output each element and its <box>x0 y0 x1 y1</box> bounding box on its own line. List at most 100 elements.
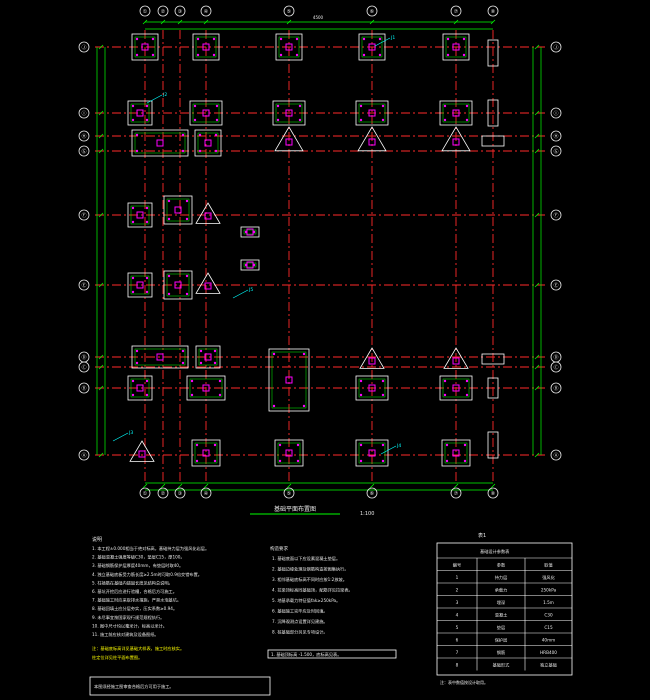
pile-dot <box>443 379 447 383</box>
pile-dot <box>145 104 149 108</box>
pile-dot <box>181 361 185 365</box>
note-line: 2. 基础混凝土强度等级C30，垫层C15，厚100。 <box>92 554 185 561</box>
table-cell: HRB400 <box>540 650 557 655</box>
dim-tick <box>534 44 540 50</box>
axis-bubble <box>366 5 378 17</box>
footing-outline <box>439 100 473 126</box>
footing-outline <box>240 259 260 271</box>
axis-bubble-label: Ⓗ <box>81 133 86 140</box>
pile-dot <box>198 133 202 137</box>
pile-dot <box>167 199 171 203</box>
pile-dot <box>167 292 171 296</box>
table-cell: 5 <box>456 625 459 630</box>
notes-right-boxed-frame <box>267 649 397 659</box>
footing-triangle <box>357 126 387 152</box>
table-cell: C15 <box>544 625 553 630</box>
pile-dot <box>135 361 139 365</box>
pile-dot <box>295 37 299 41</box>
footing-outline <box>131 33 159 61</box>
column-section <box>452 384 460 392</box>
column-section <box>136 109 144 117</box>
dim-tick <box>142 19 148 25</box>
footing-inner <box>195 36 217 58</box>
footing-outline <box>127 375 153 401</box>
dim-tick <box>534 282 540 288</box>
tie-beam-footing <box>487 377 499 399</box>
pile-dot <box>462 53 466 57</box>
column-section <box>202 449 210 457</box>
dim-tick <box>160 19 166 25</box>
axis-bubble-label: ⑥ <box>370 9 375 15</box>
pile-dot <box>381 393 385 397</box>
dim-tick <box>98 364 104 370</box>
table-cell: 独立基础 <box>540 662 557 669</box>
footing-outline <box>358 33 386 61</box>
axis-bubble <box>283 5 295 17</box>
axis-bubble <box>450 5 462 17</box>
pile-dot <box>135 133 139 137</box>
pile-dot <box>213 361 217 365</box>
axis-bubble-label: Ⓒ <box>553 364 558 371</box>
axis-bubble <box>366 487 378 499</box>
footing-inner <box>130 275 150 295</box>
dim-tick <box>203 19 209 25</box>
tie-beam-footing <box>487 99 499 127</box>
footing-inner <box>275 103 303 123</box>
dim-tick <box>98 354 104 360</box>
footing-inner <box>134 132 186 154</box>
footing-tag: J2 <box>162 92 167 98</box>
dim-tick <box>98 282 104 288</box>
axis-bubble <box>550 209 562 221</box>
column-section <box>285 43 293 51</box>
footing-inner <box>358 442 386 464</box>
axis-bubble <box>78 130 90 142</box>
note-line: 4. 独立基础底板受力筋长度≥2.5m时可取0.9倍交错布置。 <box>92 571 202 578</box>
plan-scale: 1:100 <box>360 511 374 517</box>
axis-bubble-label: ① <box>143 491 148 497</box>
footing-inner <box>197 132 219 154</box>
dim-tick <box>98 133 104 139</box>
footing-outline <box>186 375 226 401</box>
axis-bubble <box>157 487 169 499</box>
pile-dot <box>465 393 469 397</box>
pile-dot <box>276 118 280 122</box>
axis-bubble <box>550 130 562 142</box>
axis-bubble-label: ③ <box>178 9 182 15</box>
axis-bubble-label: Ⓙ <box>553 44 558 51</box>
note-line: 11. 施工前应核对建筑及设备图纸。 <box>92 631 159 638</box>
column-section <box>174 281 182 289</box>
note-line: 10. 图中尺寸均以毫米计，标高以米计。 <box>92 622 167 629</box>
dim-tick <box>453 19 459 25</box>
axis-bubble-label: Ⓕ <box>553 212 558 219</box>
pile-dot <box>244 263 248 267</box>
pile-dot <box>381 118 385 122</box>
tie-beam-footing <box>487 39 499 67</box>
pile-dot <box>279 53 283 57</box>
column-section <box>368 43 376 51</box>
pile-dot <box>443 104 447 108</box>
pile-dot <box>462 37 466 41</box>
pile-dot <box>167 274 171 278</box>
tie-beam-footing <box>487 431 499 459</box>
pile-dot <box>193 118 197 122</box>
tag-leader <box>232 289 249 299</box>
footing-outline <box>192 33 220 61</box>
pile-dot <box>278 443 282 447</box>
table-cell: 承载力 <box>495 587 508 594</box>
pile-dot <box>213 459 217 463</box>
footing-inner <box>277 442 301 464</box>
axis-bubble <box>139 487 151 499</box>
pile-dot <box>145 393 149 397</box>
pile-dot <box>298 118 302 122</box>
pile-dot <box>196 53 200 57</box>
dimension-lines <box>96 19 542 491</box>
axis-bubble <box>174 5 186 17</box>
note-highlight-line: 柱定位详见柱平面布置图。 <box>92 654 142 661</box>
notes-left-highlight: 注：基础底标高详见基础大样表，施工时应核实。柱定位详见柱平面布置图。 <box>92 645 184 661</box>
dim-tick <box>286 19 292 25</box>
column-section <box>285 449 293 457</box>
axis-bubble-label: Ⓕ <box>81 212 86 219</box>
pile-dot <box>151 53 155 57</box>
pile-dot <box>181 349 185 353</box>
